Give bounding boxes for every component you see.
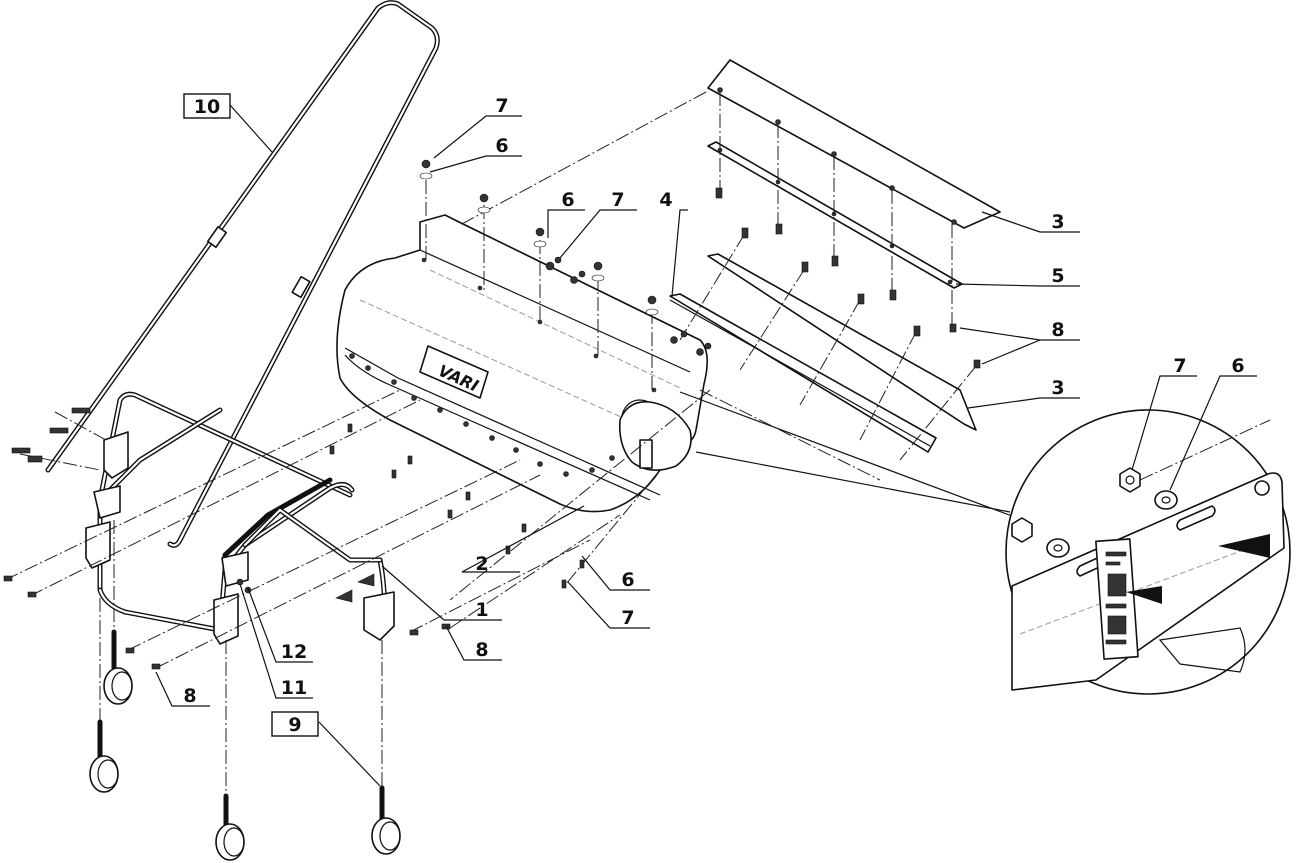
detail-nut-7 (1119, 467, 1141, 493)
assembly-centerlines (4, 91, 977, 669)
detail-washer-6 (1154, 490, 1178, 510)
detail-view (679, 391, 1291, 695)
callout-8-center: 8 (475, 639, 488, 661)
callout-7-top: 7 (495, 95, 508, 117)
angle-part-4 (669, 293, 937, 453)
leader-lines (155, 104, 1257, 787)
caster-centerlines (99, 520, 383, 795)
callout-2: 2 (475, 553, 488, 575)
callout-7-mid: 7 (611, 189, 624, 211)
callout-8-left: 8 (183, 685, 196, 707)
callout-box-9 (271, 711, 319, 737)
callout-labels: 10 7 6 6 7 4 3 5 8 3 7 6 2 1 6 7 8 8 12 … (183, 93, 1245, 737)
callout-7-detail: 7 (1173, 355, 1186, 377)
callout-11: 11 (281, 677, 307, 699)
callout-6-detail: 6 (1231, 355, 1244, 377)
caster-part-9 (89, 629, 401, 861)
main-body-part-2: VARI (336, 214, 708, 513)
callout-12: 12 (281, 641, 307, 663)
callout-4: 4 (659, 189, 672, 211)
callout-3-bottom: 3 (1051, 377, 1064, 399)
callout-5: 5 (1051, 265, 1064, 287)
callout-7-bottom: 7 (621, 607, 634, 629)
deflector-part-3-bottom (707, 253, 977, 431)
callout-box-10 (183, 93, 231, 119)
hardware-fasteners (3, 159, 981, 670)
callout-1: 1 (475, 599, 488, 621)
callout-6-bottom: 6 (621, 569, 634, 591)
callout-9: 9 (288, 714, 301, 736)
cover-plate-part-3-top (707, 59, 1001, 229)
frame-part-1 (85, 391, 395, 645)
callout-3-top: 3 (1051, 211, 1064, 233)
callout-10: 10 (194, 96, 220, 118)
callout-8-right: 8 (1051, 319, 1064, 341)
callout-6-top: 6 (495, 135, 508, 157)
callout-6-mid: 6 (561, 189, 574, 211)
handle-part-10 (45, 0, 440, 548)
